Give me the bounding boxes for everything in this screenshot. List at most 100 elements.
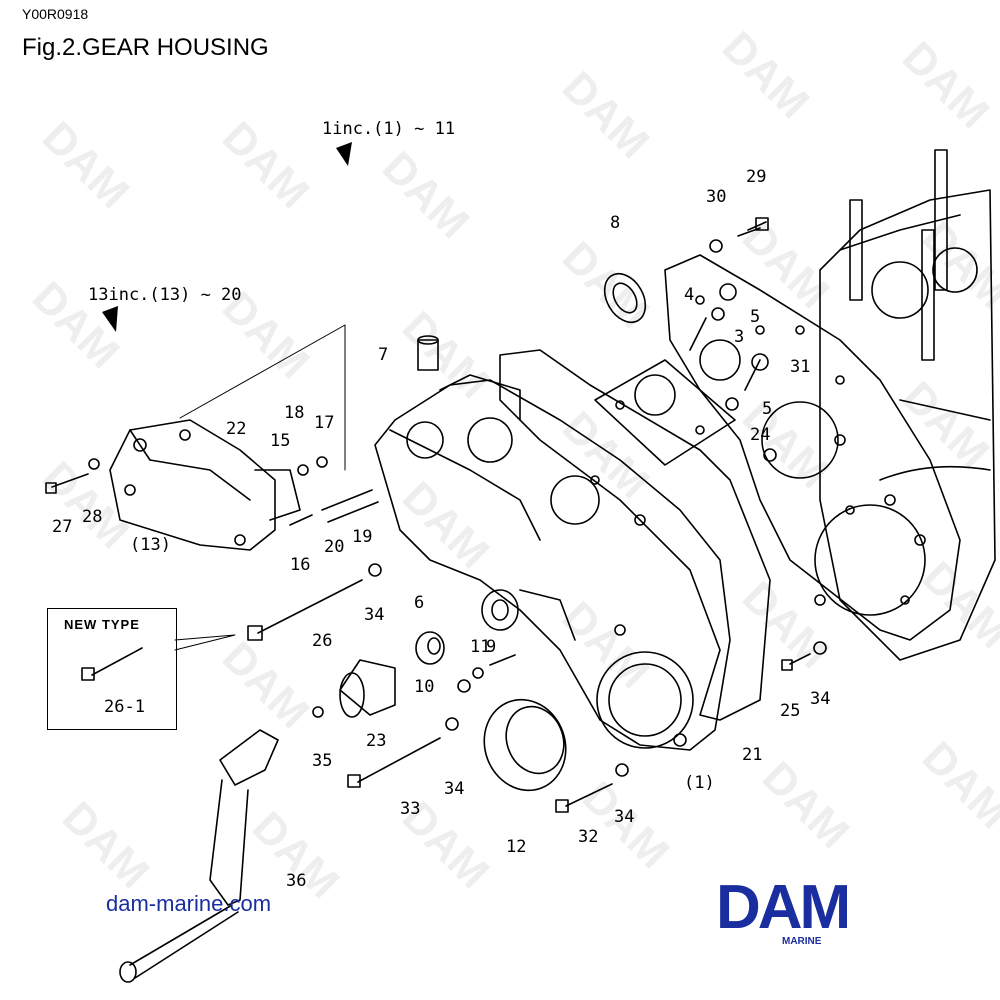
plug-16 bbox=[289, 514, 313, 526]
dam-logo-subtitle: MARINE bbox=[782, 936, 822, 947]
new-type-box: NEW TYPE bbox=[47, 608, 177, 730]
callouts: 29 30 8 4 5 3 31 5 24 7 22 18 17 15 27 2… bbox=[52, 167, 830, 891]
callout: 32 bbox=[578, 827, 598, 847]
stud-3 bbox=[689, 317, 707, 351]
screw-35 bbox=[312, 706, 324, 718]
callout: 8 bbox=[610, 213, 620, 233]
callout: 25 bbox=[780, 701, 800, 721]
flange-11 bbox=[481, 589, 519, 631]
callout: 28 bbox=[82, 507, 102, 527]
callout: 4 bbox=[684, 285, 694, 305]
bolt-26-head bbox=[247, 625, 263, 641]
group-13-leader bbox=[179, 324, 346, 471]
pin-19 bbox=[321, 489, 379, 523]
figure-code: Y00R0918 bbox=[22, 6, 89, 22]
new-type-label: NEW TYPE bbox=[64, 617, 140, 632]
washer-5a bbox=[711, 307, 725, 321]
callout: 30 bbox=[706, 187, 726, 207]
bolt-31 bbox=[744, 359, 761, 391]
figure-title: Fig.2.GEAR HOUSING bbox=[22, 34, 269, 61]
dam-logo: DAM bbox=[716, 873, 851, 942]
cap-23 bbox=[339, 659, 396, 718]
screw-17 bbox=[316, 456, 328, 468]
callout: 24 bbox=[750, 425, 770, 445]
callout: 34 bbox=[810, 689, 830, 709]
callout: 6 bbox=[414, 593, 424, 613]
bolt-9 bbox=[489, 654, 516, 666]
collar-7 bbox=[417, 335, 439, 371]
callout: 16 bbox=[290, 555, 310, 575]
callout: 18 bbox=[284, 403, 304, 423]
bolt-26-1 bbox=[81, 647, 143, 681]
bolt-25 bbox=[789, 653, 811, 665]
group-label-13: 13inc.(13) ~ 20 bbox=[88, 285, 242, 305]
washer-34c bbox=[615, 763, 629, 777]
callout: 5 bbox=[762, 399, 772, 419]
callout: 22 bbox=[226, 419, 246, 439]
seal-8 bbox=[603, 272, 647, 324]
washer-34d bbox=[813, 641, 827, 655]
callout: 12 bbox=[506, 837, 526, 857]
callout: 7 bbox=[378, 345, 388, 365]
new-type-pointer bbox=[174, 634, 236, 651]
callout: 20 bbox=[324, 537, 344, 557]
callout: 27 bbox=[52, 517, 72, 537]
callout: 26 bbox=[312, 631, 332, 651]
engine-block bbox=[819, 149, 996, 661]
washer-30 bbox=[709, 239, 723, 253]
bolt-33 bbox=[357, 737, 441, 783]
callout: 36 bbox=[286, 871, 306, 891]
callout: 11 bbox=[470, 637, 490, 657]
washer-5b bbox=[725, 397, 739, 411]
bolt-25-head bbox=[781, 659, 793, 671]
nut-4 bbox=[719, 283, 737, 301]
callout: 9 bbox=[486, 637, 496, 657]
callout: 34 bbox=[364, 605, 384, 625]
pump-assembly-13 bbox=[109, 419, 301, 551]
callout: 31 bbox=[790, 357, 810, 377]
callout: 34 bbox=[444, 779, 464, 799]
nut-10 bbox=[457, 679, 471, 693]
gasket-21 bbox=[499, 349, 771, 721]
bolt-26 bbox=[257, 579, 363, 634]
bolt-27 bbox=[51, 473, 89, 488]
callout: 34 bbox=[614, 807, 634, 827]
callout: 17 bbox=[314, 413, 334, 433]
callout: 21 bbox=[742, 745, 762, 765]
callout: 29 bbox=[746, 167, 766, 187]
screw-18 bbox=[297, 464, 309, 476]
callout: 3 bbox=[734, 327, 744, 347]
callout: 33 bbox=[400, 799, 420, 819]
callout: 15 bbox=[270, 431, 290, 451]
plate-24 bbox=[594, 359, 736, 466]
bolt-31-head bbox=[751, 353, 769, 371]
bolt-33-head bbox=[347, 774, 361, 788]
callout: 5 bbox=[750, 307, 760, 327]
washer-34a bbox=[368, 563, 382, 577]
bearing-6 bbox=[415, 631, 445, 665]
new-type-part-number: 26-1 bbox=[104, 697, 145, 717]
bolt-32 bbox=[565, 783, 613, 807]
callout: 35 bbox=[312, 751, 332, 771]
bolt-27-head bbox=[45, 482, 57, 494]
group-label-1: 1inc.(1) ~ 11 bbox=[322, 119, 455, 139]
washer-34b bbox=[445, 717, 459, 731]
callout: (1) bbox=[684, 773, 715, 793]
group-1-arrow bbox=[336, 142, 352, 166]
group-13-arrow bbox=[102, 306, 118, 332]
website-link[interactable]: dam-marine.com bbox=[106, 891, 272, 916]
gear-case bbox=[374, 374, 731, 751]
washer-28 bbox=[88, 458, 100, 470]
callout: (13) bbox=[130, 535, 171, 555]
back-plate bbox=[664, 254, 961, 641]
bolt-29-head bbox=[755, 217, 769, 231]
callout: 10 bbox=[414, 677, 434, 697]
starting-handle-36 bbox=[119, 729, 279, 983]
oil-seal-12 bbox=[483, 698, 567, 792]
bolt-32-head bbox=[555, 799, 569, 813]
callout: 19 bbox=[352, 527, 372, 547]
washer-11b bbox=[472, 667, 484, 679]
callout: 23 bbox=[366, 731, 386, 751]
